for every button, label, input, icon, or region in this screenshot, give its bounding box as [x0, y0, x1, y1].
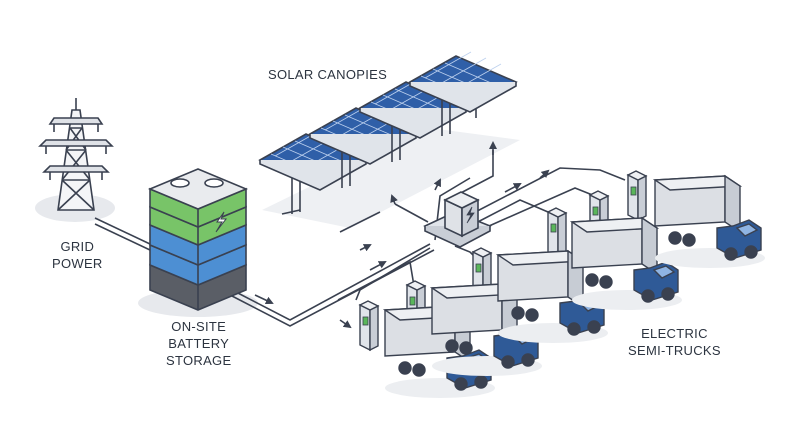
solar-canopies-label: SOLAR CANOPIES	[268, 66, 387, 83]
power-hub	[423, 191, 492, 248]
transmission-tower	[38, 98, 114, 211]
grid-power-label: GRID POWER	[52, 238, 103, 272]
chargers	[358, 170, 648, 352]
grid-label-line-2: POWER	[52, 256, 103, 271]
solar-canopy	[258, 129, 368, 215]
semi-truck-5	[652, 174, 765, 268]
charger-4	[546, 207, 568, 259]
battery-bolt-icon	[215, 211, 228, 233]
trucks-label-line-2: SEMI-TRUCKS	[628, 343, 721, 358]
battery-storage-label: ON-SITE BATTERY STORAGE	[166, 318, 231, 369]
battery-label-line-3: STORAGE	[166, 353, 232, 368]
flow-arrow	[539, 169, 550, 179]
charger-1	[358, 300, 380, 352]
battery-label-line-2: BATTERY	[168, 336, 230, 351]
battery-label-line-1: ON-SITE	[171, 319, 227, 334]
flow-arrow	[254, 294, 274, 305]
grid-label-line-1: GRID	[60, 239, 95, 254]
solar-canopies	[258, 51, 518, 215]
flow-arrow	[390, 194, 398, 205]
flow-arrow	[359, 244, 372, 252]
solar-canopy	[408, 51, 518, 136]
electric-semi-trucks	[382, 174, 765, 398]
flow-arrow	[504, 183, 522, 193]
semi-truck-4	[569, 216, 682, 310]
electric-trucks-label: ELECTRIC SEMI-TRUCKS	[628, 325, 721, 359]
solar-label-text: SOLAR CANOPIES	[268, 67, 388, 82]
trucks-label-line-1: ELECTRIC	[641, 326, 708, 341]
solar-shadow	[262, 128, 520, 228]
flow-arrow	[369, 261, 387, 271]
flow-arrow	[433, 178, 441, 191]
flow-arrow	[339, 319, 352, 329]
hub-bolt-icon	[466, 206, 475, 224]
flow-arrows	[254, 141, 550, 329]
battery-storage	[147, 168, 249, 311]
charger-6	[626, 170, 648, 222]
